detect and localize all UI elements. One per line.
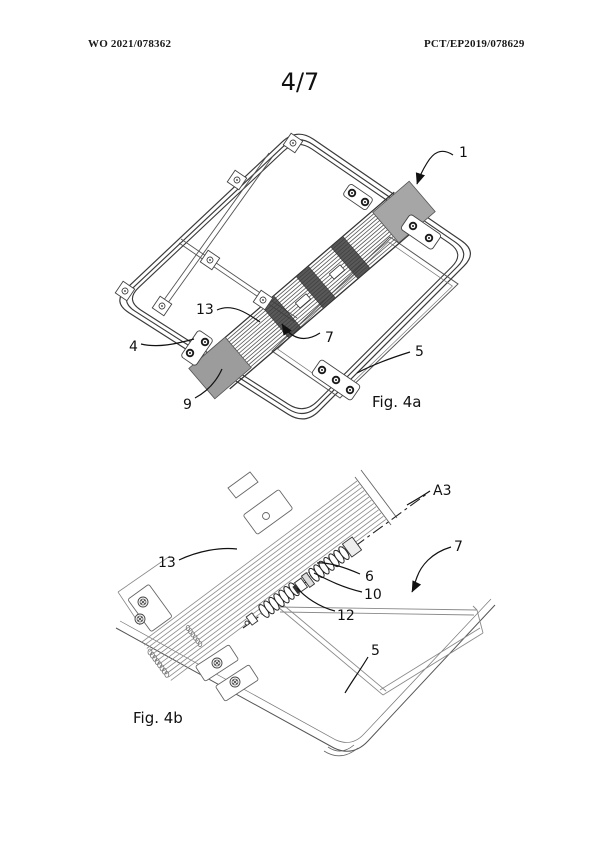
leader-5b [344,656,369,694]
shade-patch-top-right [372,180,436,244]
ref-label-10: 10 [364,587,382,603]
leader-A3 [406,490,431,506]
publication-number: WO 2021/078362 [88,38,172,50]
hinge-axis-line [242,492,429,629]
panel-edges [277,602,484,696]
figure-4a-drawing [114,132,471,420]
ref-label-12: 12 [337,608,355,624]
hinge-fittings [244,536,363,626]
leader-9 [194,368,223,399]
sheet-number: 4/7 [280,68,320,96]
ref-label-7b: 7 [454,539,463,555]
ribbon-folds [147,625,203,678]
ref-label-9: 9 [183,397,192,413]
ref-label-5b: 5 [371,643,380,659]
application-number: PCT/EP2019/078629 [424,38,525,50]
ref-label-5: 5 [415,344,424,360]
leader-4 [140,338,195,347]
leader-13b [178,547,238,561]
leader-7b [411,546,452,593]
leader-1 [415,150,454,185]
figure-4a-caption: Fig. 4a [372,393,422,411]
leader-12b [296,587,336,612]
ref-label-A3: A3 [433,483,452,499]
ref-label-6: 6 [365,569,374,585]
leader-7 [281,323,321,340]
figure-4b-drawing [115,469,496,757]
ribbon-anchor-shaded [188,180,436,400]
figure-4b-caption: Fig. 4b [133,709,183,727]
figure-4a: 1 13 7 4 5 9 Fig. 4a [90,115,520,440]
ref-label-7: 7 [325,330,334,346]
ribbon-fittings [294,264,346,309]
ref-label-1: 1 [459,145,468,161]
device-corner-outline [115,598,496,757]
figure-4b: A3 7 13 6 10 12 5 Fig. 4b [100,455,520,775]
mounting-plates [117,471,293,702]
leader-6b [316,562,361,575]
leader-lines-4b [178,490,452,694]
leader-5 [356,351,411,374]
ref-label-13: 13 [196,302,214,318]
frame-ribs [160,152,298,323]
ref-label-4: 4 [129,339,138,355]
leader-13 [216,307,261,323]
leader-10b [313,572,363,593]
ref-label-13b: 13 [158,555,176,571]
leader-lines-4a [140,150,454,399]
